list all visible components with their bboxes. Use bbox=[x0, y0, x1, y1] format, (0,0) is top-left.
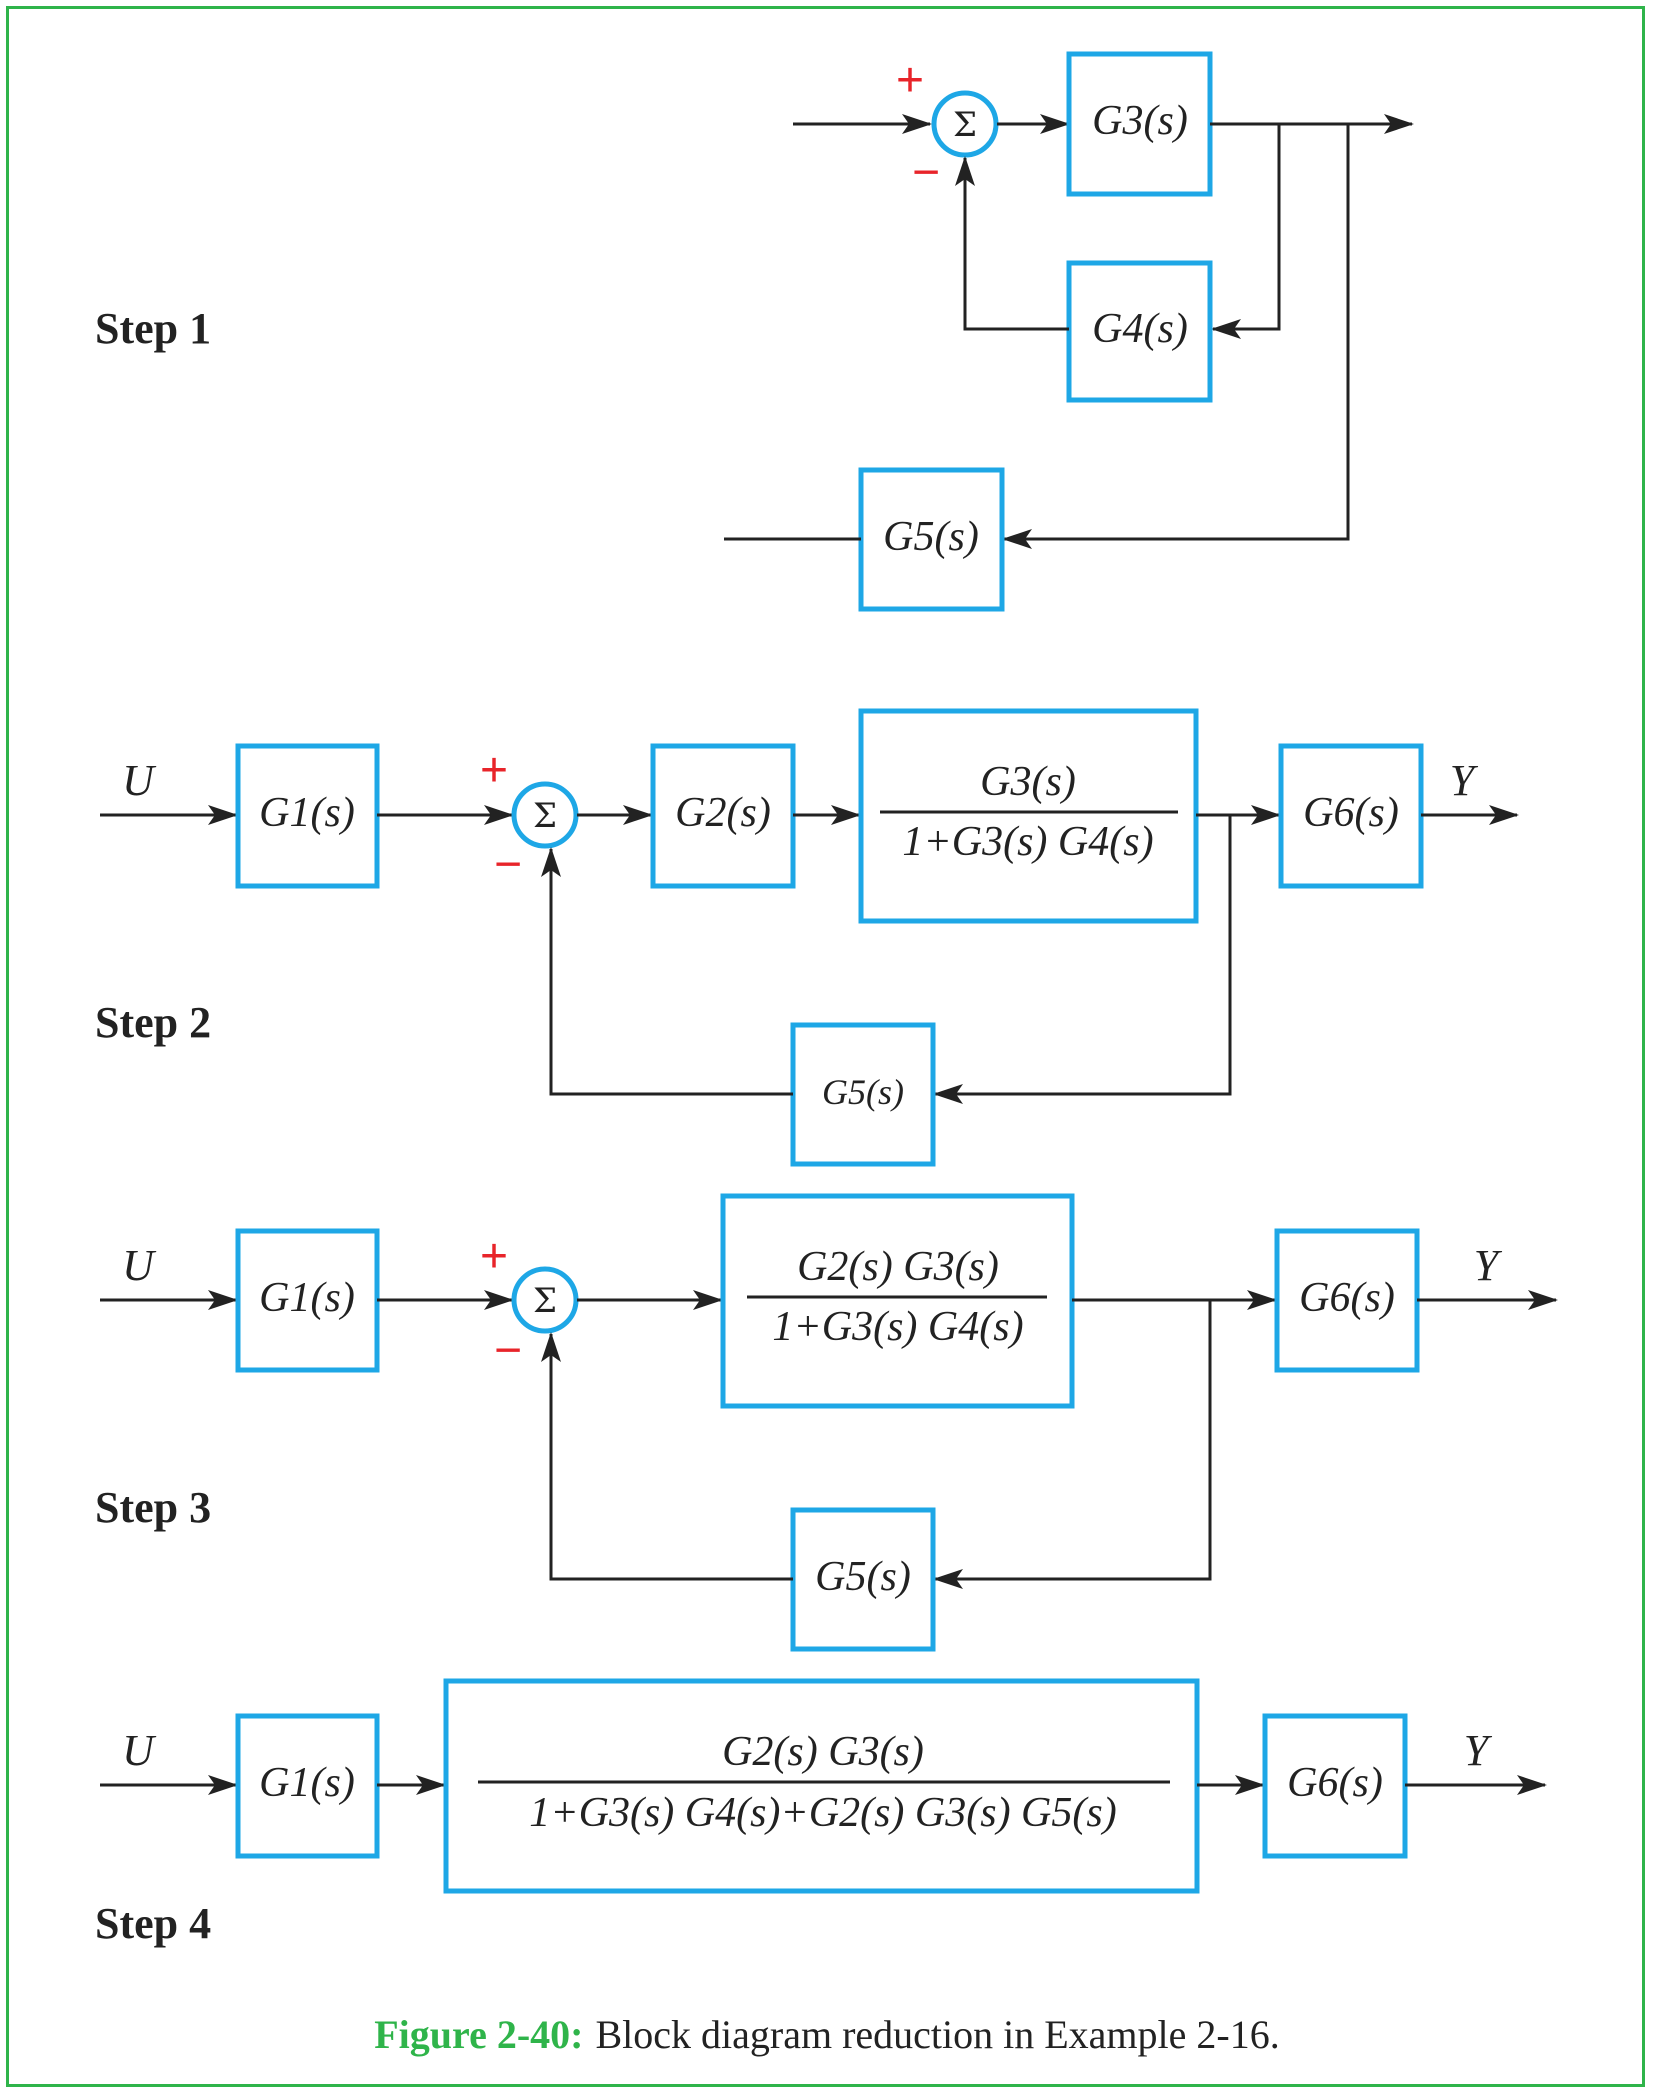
step3-sigma-symbol: Σ bbox=[533, 1281, 557, 1321]
caption-figure-number: Figure 2-40: bbox=[374, 2012, 583, 2057]
step2-diagram: Step 2 U G1(s) Σ + − G2(s) G3(s) 1+G3(s)… bbox=[95, 708, 1519, 1167]
step3-g5-label: G5(s) bbox=[815, 1554, 911, 1600]
step2-plus-sign: + bbox=[480, 744, 508, 797]
step1-label: Step 1 bbox=[95, 304, 211, 353]
step3-g1-label: G1(s) bbox=[259, 1275, 355, 1321]
step2-g5-label: G5(s) bbox=[822, 1072, 904, 1112]
figure-caption: Figure 2-40: Block diagram reduction in E… bbox=[374, 2012, 1279, 2057]
step1-summing-junction bbox=[931, 90, 999, 158]
step1-minus-sign: − bbox=[912, 146, 940, 199]
step4-label: Step 4 bbox=[95, 1899, 211, 1948]
step2-g5-to-sum-wire bbox=[541, 847, 793, 1096]
step1-g4-label: G4(s) bbox=[1092, 306, 1188, 352]
step3-g6-block bbox=[1274, 1228, 1420, 1373]
step4-fraction-denominator: 1+G3(s) G4(s)+G2(s) G3(s) G5(s) bbox=[529, 1790, 1116, 1836]
step2-output-label: Y bbox=[1450, 756, 1479, 805]
step2-g6-block bbox=[1278, 743, 1424, 889]
step1-sigma-symbol: Σ bbox=[953, 105, 977, 145]
step3-g5-block bbox=[790, 1507, 936, 1652]
step4-output-label: Y bbox=[1464, 1726, 1493, 1775]
step3-g5-feedback-wire bbox=[933, 1300, 1212, 1589]
step3-plus-sign: + bbox=[480, 1230, 508, 1283]
step2-input-label: U bbox=[122, 756, 157, 805]
step1-g5-branch-wire bbox=[1002, 124, 1350, 549]
step2-g1-block bbox=[235, 743, 380, 889]
step2-closed-loop-block bbox=[858, 708, 1199, 924]
step3-fraction-numerator: G2(s) G3(s) bbox=[797, 1244, 999, 1290]
step1-g4-to-sum-wire bbox=[955, 156, 1069, 331]
step2-fraction-numerator: G3(s) bbox=[980, 759, 1076, 805]
step2-fraction-denominator: 1+G3(s) G4(s) bbox=[902, 819, 1153, 865]
step4-g1-label: G1(s) bbox=[259, 1760, 355, 1806]
figure-frame bbox=[6, 6, 1645, 2087]
step4-g1-block bbox=[235, 1713, 380, 1859]
step4-input-label: U bbox=[122, 1726, 157, 1775]
step4-g6-label: G6(s) bbox=[1287, 1760, 1383, 1806]
step3-minus-sign: − bbox=[494, 1324, 522, 1377]
step2-label: Step 2 bbox=[95, 998, 211, 1047]
step3-g5-to-sum-wire bbox=[541, 1332, 793, 1581]
step2-g6-label: G6(s) bbox=[1303, 790, 1399, 836]
step1-g5-label: G5(s) bbox=[883, 514, 979, 560]
step2-sigma-symbol: Σ bbox=[533, 796, 557, 836]
step3-g6-label: G6(s) bbox=[1299, 1275, 1395, 1321]
step3-output-label: Y bbox=[1474, 1241, 1503, 1290]
step2-g1-label: G1(s) bbox=[259, 790, 355, 836]
step4-overall-block bbox=[443, 1678, 1200, 1894]
step3-fraction-denominator: 1+G3(s) G4(s) bbox=[772, 1304, 1023, 1350]
step1-g4-feedback-wire bbox=[1211, 124, 1281, 339]
step3-input-label: U bbox=[122, 1241, 157, 1290]
step2-g2-block bbox=[650, 743, 796, 889]
step3-summing-junction bbox=[511, 1266, 579, 1334]
step1-g3-label: G3(s) bbox=[1092, 98, 1188, 144]
step3-combined-block bbox=[720, 1193, 1075, 1409]
step1-plus-sign: + bbox=[896, 54, 924, 107]
step3-diagram: Step 3 U G1(s) Σ + − G2(s) G3(s) 1+G3(s)… bbox=[95, 1193, 1558, 1652]
step2-summing-junction bbox=[511, 781, 579, 849]
step2-g5-feedback-wire bbox=[933, 815, 1232, 1104]
step1-g4-block bbox=[1066, 260, 1213, 403]
step1-diagram: Step 1 Σ + − G3(s) G4(s) G5(s) bbox=[95, 51, 1414, 612]
step4-fraction-numerator: G2(s) G3(s) bbox=[722, 1729, 924, 1775]
caption-text: Block diagram reduction in Example 2-16. bbox=[595, 2012, 1279, 2057]
step3-label: Step 3 bbox=[95, 1483, 211, 1532]
step4-diagram: Step 4 U G1(s) G2(s) G3(s) 1+G3(s) G4(s)… bbox=[95, 1678, 1547, 1948]
step2-g2-label: G2(s) bbox=[675, 790, 771, 836]
step2-minus-sign: − bbox=[494, 838, 522, 891]
